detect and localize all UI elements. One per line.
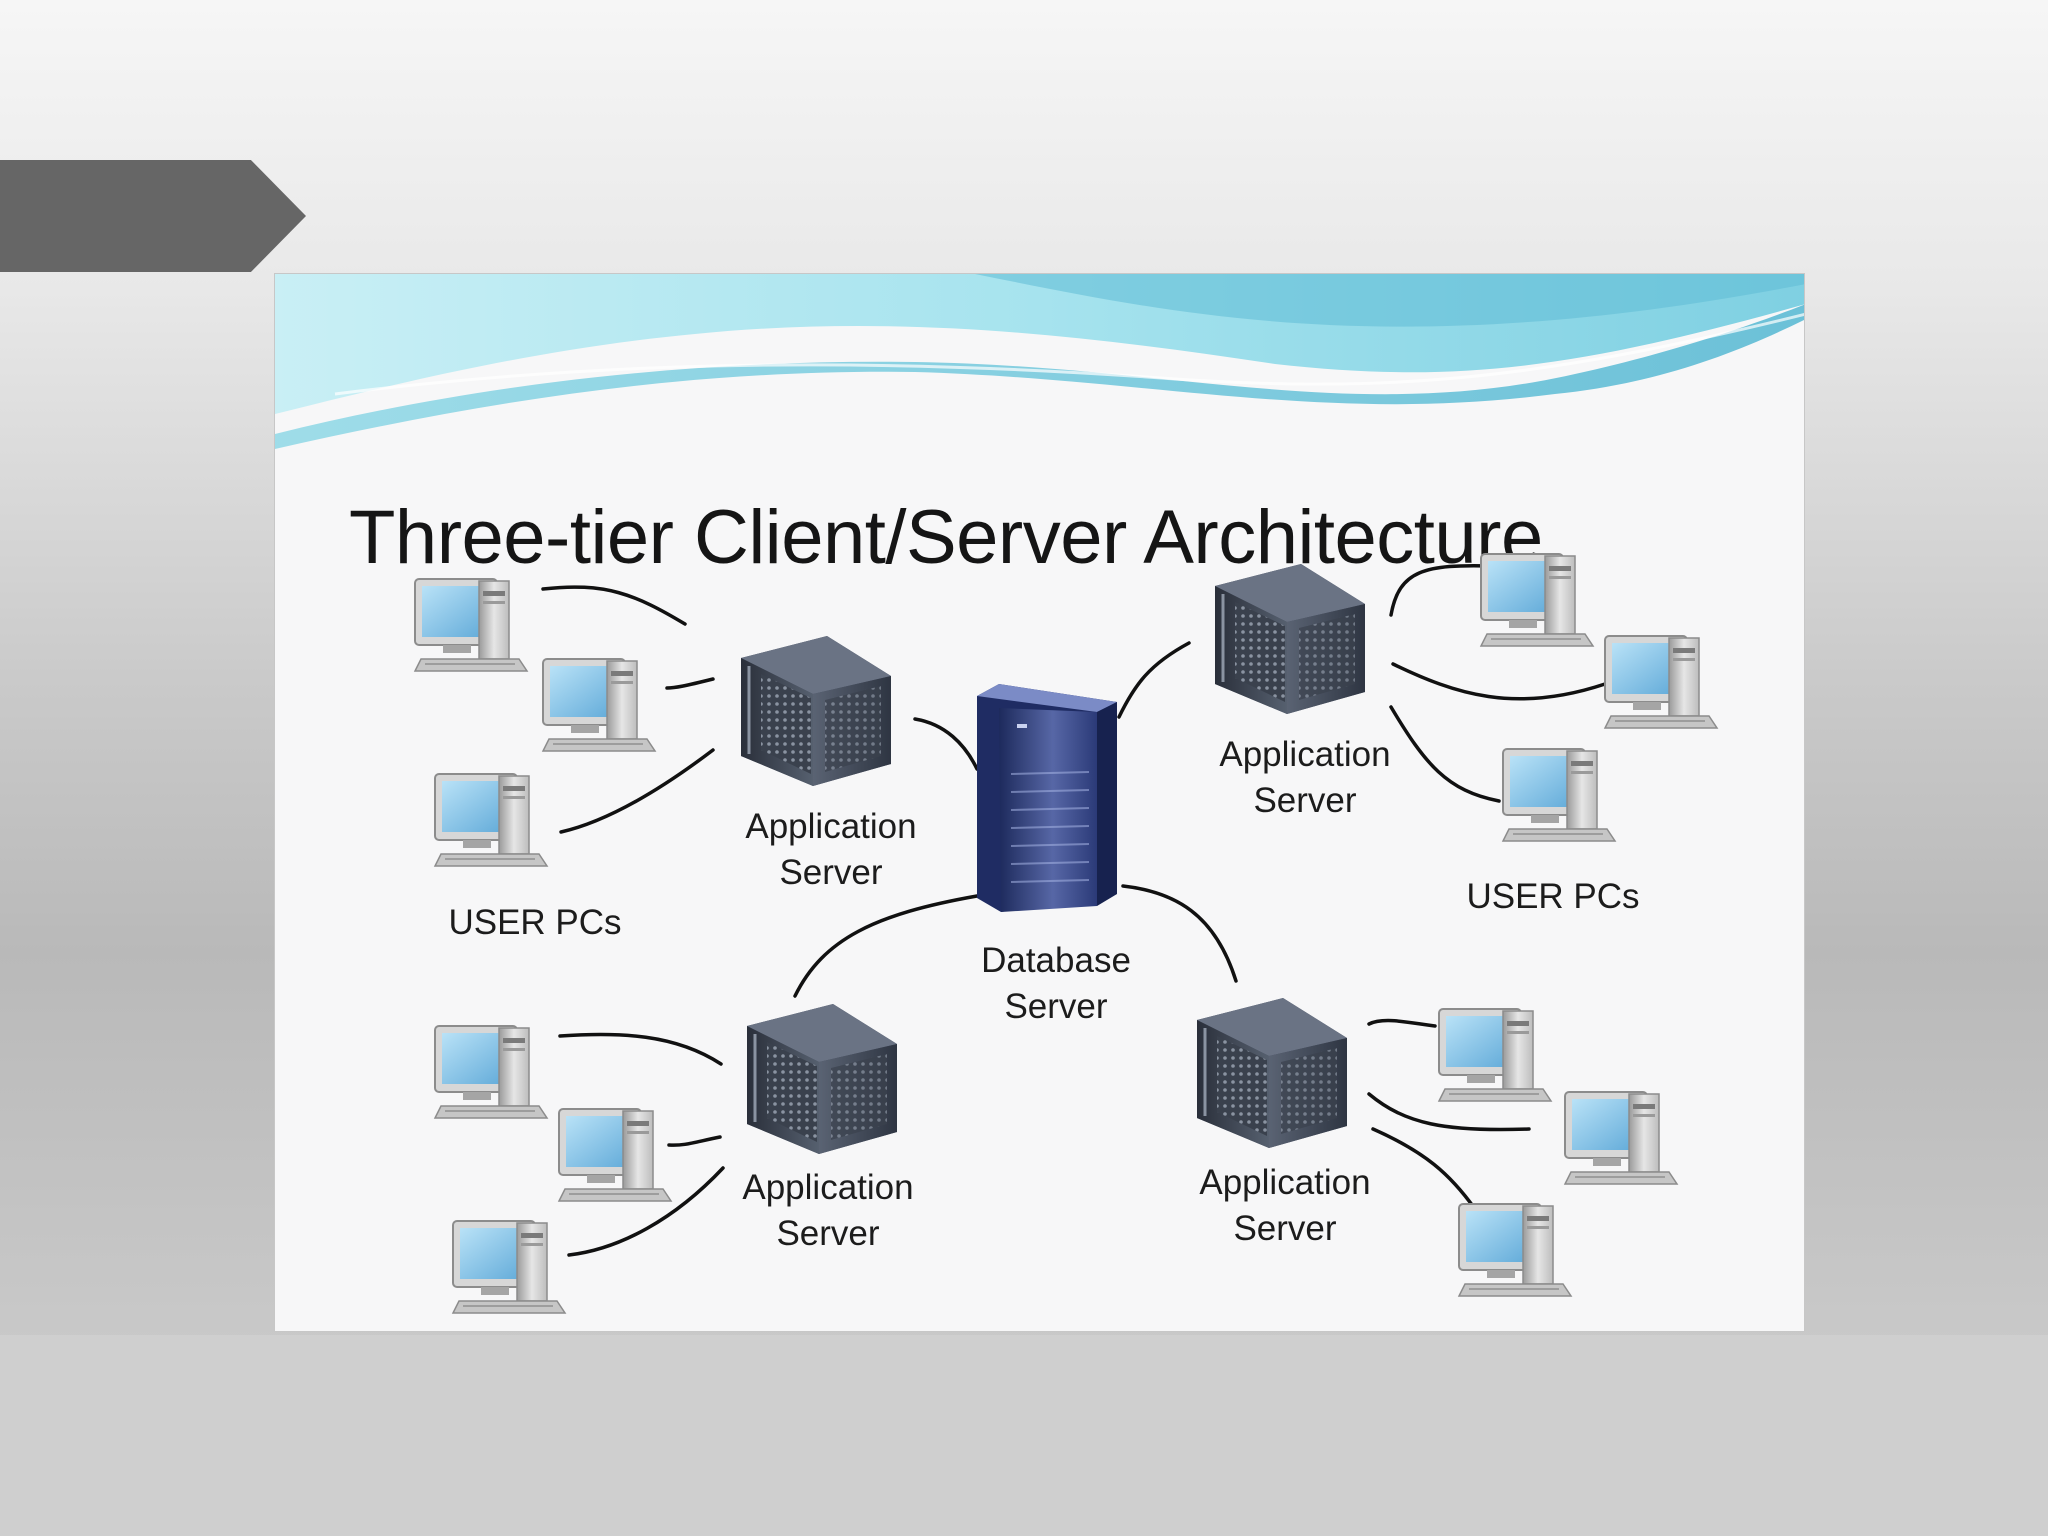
application-server-icon	[739, 634, 893, 788]
user-pc-icon	[542, 658, 656, 752]
wave-header-decoration	[275, 274, 1804, 449]
app-server-label-top-left: Application Server	[721, 804, 941, 896]
user-pc-icon	[434, 1025, 548, 1119]
user-pcs-label-left: USER PCs	[448, 903, 622, 942]
application-server-icon	[1195, 996, 1349, 1150]
user-pc-icon	[1480, 553, 1594, 647]
database-server-label-line2: Server	[1004, 987, 1108, 1026]
user-pc-icon	[452, 1220, 566, 1314]
user-pcs-label-right: USER PCs	[1466, 877, 1640, 916]
app-server-label-line1: Application	[742, 1168, 914, 1207]
application-server-icon	[745, 1002, 899, 1156]
user-pc-icon	[434, 773, 548, 867]
app-server-label-line1: Application	[745, 807, 917, 846]
user-pc-icon	[1458, 1203, 1572, 1297]
user-pc-icon	[1564, 1091, 1678, 1185]
application-server-icon	[1213, 562, 1367, 716]
slide-title: Three-tier Client/Server Architecture	[349, 495, 1543, 580]
database-server-label-line1: Database	[981, 941, 1131, 980]
app-server-label-line2: Server	[1233, 1209, 1337, 1248]
arrow-tab-shape	[0, 160, 306, 272]
user-pc-icon	[1438, 1008, 1552, 1102]
app-server-label-bottom-right: Application Server	[1175, 1160, 1395, 1252]
app-server-label-line1: Application	[1199, 1163, 1371, 1202]
user-pc-icon	[1502, 748, 1616, 842]
app-server-label-bottom-left: Application Server	[718, 1165, 938, 1257]
app-server-label-line2: Server	[776, 1214, 880, 1253]
database-server-label: Database Server	[956, 938, 1156, 1030]
slide-frame: Three-tier Client/Server Architecture	[274, 273, 1805, 1332]
app-server-label-top-right: Application Server	[1195, 732, 1415, 824]
database-server-icon	[976, 683, 1118, 913]
network-diagram	[414, 553, 1718, 1314]
background-bottom-band	[0, 1335, 2048, 1536]
app-server-label-line2: Server	[1253, 781, 1357, 820]
connection-lines	[541, 563, 1607, 1257]
user-pc-icon	[414, 578, 528, 672]
user-pc-icon	[558, 1108, 672, 1202]
app-server-label-line2: Server	[779, 853, 883, 892]
app-server-label-line1: Application	[1219, 735, 1391, 774]
user-pc-icon	[1604, 635, 1718, 729]
